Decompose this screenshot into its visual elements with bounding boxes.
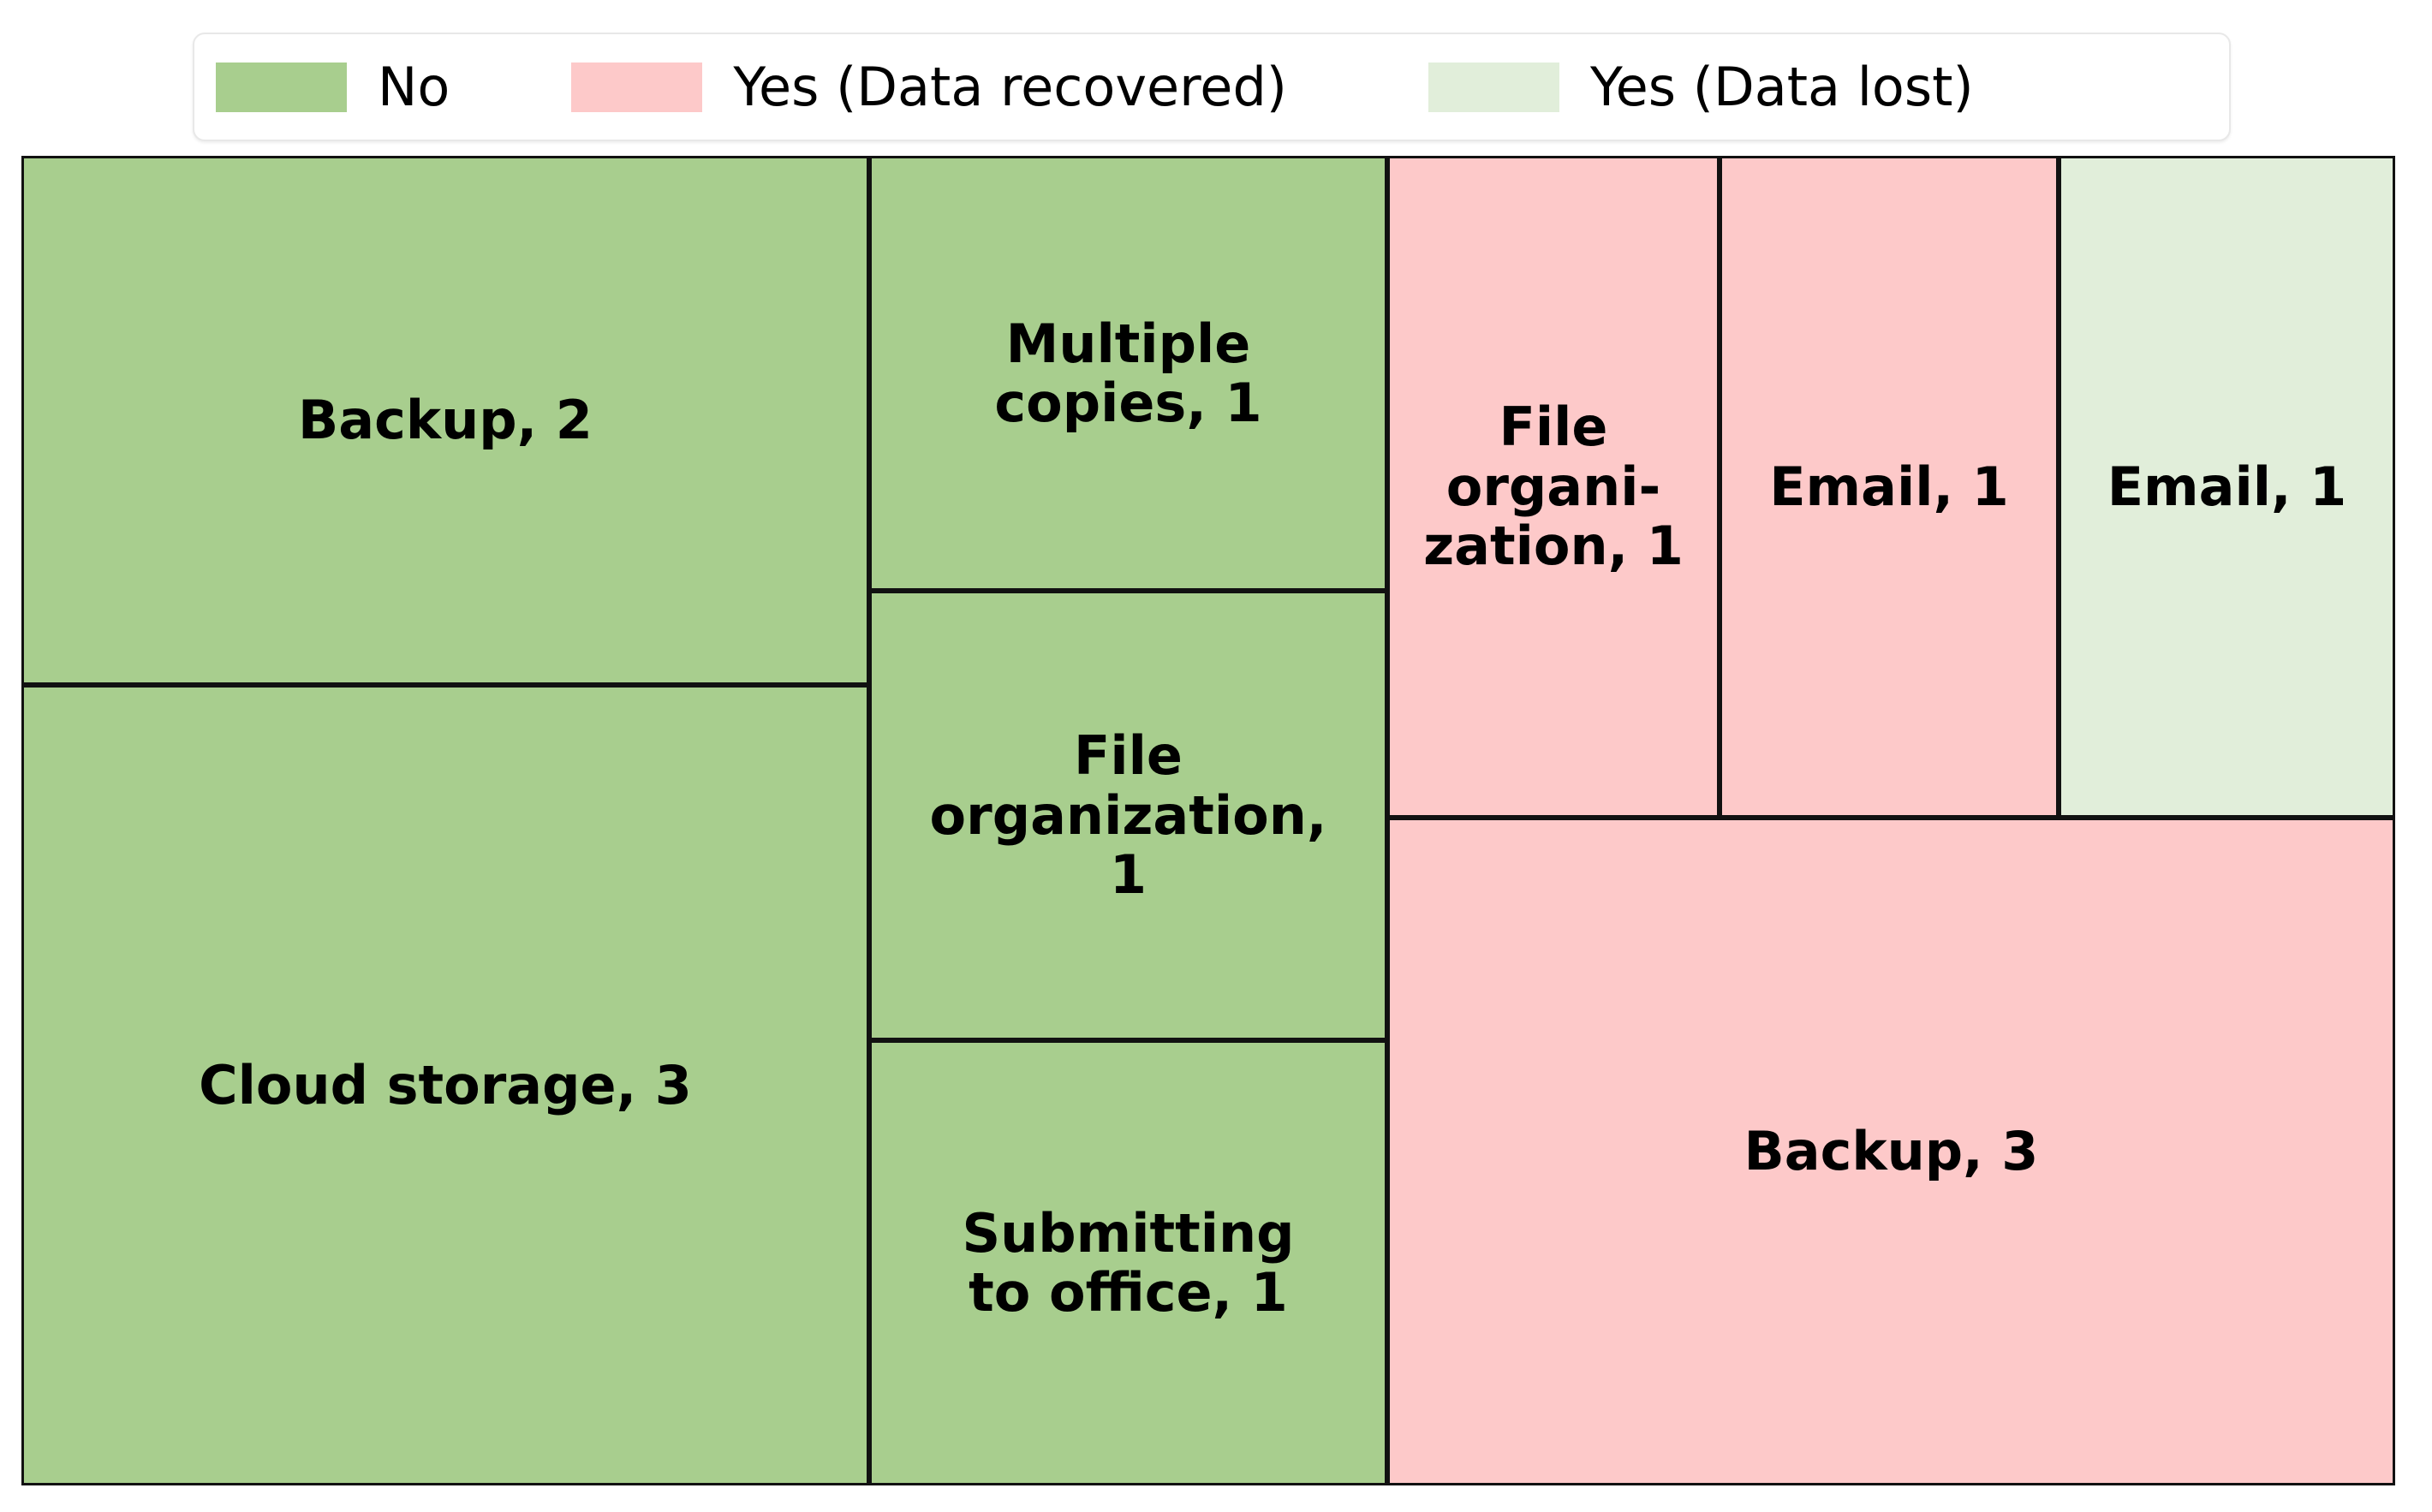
- treemap-tile-email-yes-recovered[interactable]: Email, 1: [1720, 156, 2059, 818]
- legend-label-yes-lost: Yes (Data lost): [1589, 55, 1974, 118]
- treemap-tile-label: File organi- zation, 1: [1423, 396, 1684, 578]
- legend-swatch-yes-lost: [1428, 62, 1559, 112]
- treemap-plot-area: Backup, 2 Cloud storage, 3 Multiple copi…: [21, 156, 2395, 1485]
- legend-swatch-no: [216, 62, 347, 112]
- treemap-tile-email-yes-lost[interactable]: Email, 1: [2059, 156, 2395, 818]
- legend-label-yes-recovered: Yes (Data recovered): [733, 55, 1287, 118]
- treemap-tile-submitting-to-office-no[interactable]: Submitting to office, 1: [869, 1040, 1387, 1485]
- treemap-tile-label: Cloud storage, 3: [199, 1053, 692, 1116]
- legend-entry-yes-data-recovered: Yes (Data recovered): [571, 34, 1287, 140]
- treemap-tile-label: Email, 1: [2107, 455, 2347, 518]
- chart-legend: No Yes (Data recovered) Yes (Data lost): [193, 33, 2231, 141]
- treemap-tile-label: Multiple copies, 1: [994, 312, 1262, 434]
- treemap-tile-cloud-storage-no[interactable]: Cloud storage, 3: [21, 685, 869, 1485]
- legend-swatch-yes-recovered: [571, 62, 703, 112]
- treemap-tile-label: Submitting to office, 1: [962, 1201, 1295, 1324]
- legend-label-no: No: [378, 55, 450, 118]
- treemap-tile-label: Email, 1: [1769, 455, 2009, 518]
- treemap-tile-file-organization-no[interactable]: File organization, 1: [869, 591, 1387, 1040]
- legend-entry-yes-data-lost: Yes (Data lost): [1428, 34, 1974, 140]
- treemap-tile-label: File organization, 1: [929, 724, 1327, 907]
- treemap-tile-multiple-copies-no[interactable]: Multiple copies, 1: [869, 156, 1387, 591]
- treemap-tile-label: Backup, 2: [298, 389, 593, 452]
- treemap-tile-backup-yes-recovered[interactable]: Backup, 3: [1387, 818, 2395, 1485]
- legend-entry-no: No: [216, 34, 450, 140]
- treemap-tile-backup-no[interactable]: Backup, 2: [21, 156, 869, 685]
- treemap-tile-file-organization-yes-recovered[interactable]: File organi- zation, 1: [1387, 156, 1720, 818]
- treemap-tile-label: Backup, 3: [1744, 1120, 2039, 1183]
